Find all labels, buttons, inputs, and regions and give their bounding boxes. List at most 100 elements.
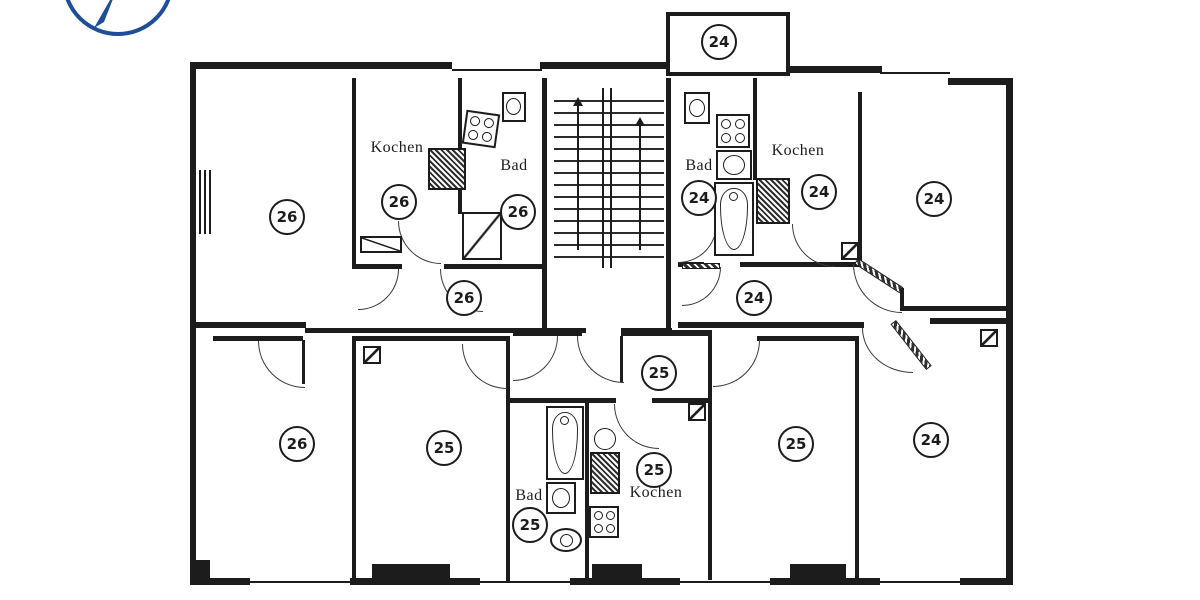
wall [352, 336, 510, 341]
wall [506, 336, 510, 582]
wall [790, 564, 846, 580]
wall [1006, 78, 1013, 585]
wall [753, 78, 757, 180]
room-number-badge-room-bottom-left: 26 [279, 426, 315, 462]
room-number-badge-room-bottom-right-2: 25 [778, 426, 814, 462]
wall [588, 398, 616, 403]
room-number-badge-hall-bottom-center: 25 [641, 355, 677, 391]
arrow-up-icon [573, 97, 583, 106]
door-leaf [620, 336, 623, 382]
wall [458, 78, 462, 214]
window [480, 581, 570, 583]
room-number-badge-room-top-right: 24 [916, 181, 952, 217]
star-compass-logo-icon [65, 0, 171, 36]
room-number-badge-corridor-left: 26 [446, 280, 482, 316]
staircase [554, 90, 664, 266]
window [199, 170, 201, 234]
room-label-bath-bottom-center: Bad [515, 487, 543, 504]
room-number-badge-corridor-right: 24 [736, 280, 772, 316]
shelf-icon [360, 236, 402, 253]
wall [510, 398, 590, 403]
wall [513, 330, 582, 336]
door-leaf [302, 340, 305, 384]
bathtub-icon [714, 182, 754, 256]
stair-stringer [610, 88, 612, 268]
wall [666, 78, 671, 328]
room-label-kitchen-top-left: Kochen [370, 139, 424, 156]
shaft-symbol-icon [688, 403, 706, 421]
stove-icon [716, 114, 750, 148]
wall [585, 402, 589, 580]
wall [678, 322, 864, 328]
wall [190, 578, 1013, 585]
window [250, 581, 350, 583]
bathtub-icon [546, 406, 584, 480]
door-leaf [682, 263, 720, 269]
wall [740, 262, 862, 267]
stair-direction-arrow [577, 106, 579, 250]
room-label-kitchen-top-right: Kochen [771, 142, 825, 159]
room-number-badge-bath-bottom: 25 [512, 507, 548, 543]
wall [540, 62, 668, 69]
room-number-badge-bath-left: 26 [500, 194, 536, 230]
window [452, 69, 542, 71]
wall [213, 336, 303, 341]
wall [352, 336, 356, 582]
wall [542, 78, 547, 328]
wall [372, 564, 450, 580]
wall [190, 62, 452, 69]
kitchen-sink-icon [428, 148, 466, 190]
stair-direction-arrow [639, 126, 641, 250]
shaft-symbol-icon [980, 329, 998, 347]
balcony-outline [666, 12, 790, 76]
wall [708, 330, 712, 580]
stair-stringer [602, 88, 604, 268]
window [880, 72, 950, 74]
window [680, 581, 770, 583]
kitchen-basin-icon [594, 428, 616, 450]
shaft-symbol-icon [363, 346, 381, 364]
wall [900, 306, 1006, 311]
wall [352, 78, 356, 268]
stove-icon [589, 506, 619, 538]
wall [652, 398, 710, 403]
wall [786, 66, 882, 73]
toilet-bowl [689, 99, 705, 117]
shaft-symbol-icon [841, 242, 859, 260]
room-number-badge-kitchen-bottom: 25 [636, 452, 672, 488]
window [204, 170, 206, 234]
room-label-kitchen-bottom-center: Kochen [629, 484, 683, 501]
wall [621, 330, 710, 336]
kitchen-sink-icon [756, 178, 790, 224]
toilet-icon [550, 528, 582, 552]
room-number-badge-kitchen-left: 26 [381, 184, 417, 220]
wall [592, 564, 642, 580]
room-label-bath-top-left: Bad [500, 157, 528, 174]
wall [352, 264, 402, 269]
room-number-badge-room-top-left: 26 [269, 199, 305, 235]
wall [930, 318, 1008, 324]
window [209, 170, 211, 234]
hand-basin-icon [716, 150, 752, 180]
room-number-badge-kitchen-right: 24 [801, 174, 837, 210]
room-number-badge-bath-right: 24 [681, 180, 717, 216]
wall [855, 336, 859, 582]
wall [858, 92, 862, 264]
toilet-bowl [506, 98, 521, 115]
kitchen-sink-icon [590, 452, 620, 494]
room-number-badge-room-bottom-right: 24 [913, 422, 949, 458]
wall [196, 322, 306, 328]
wall [757, 336, 857, 341]
wall [190, 560, 210, 580]
room-number-badge-balcony: 24 [701, 24, 737, 60]
wall [305, 328, 586, 333]
wall [190, 62, 196, 585]
hand-basin-icon [546, 482, 576, 514]
window [880, 581, 960, 583]
shower-icon [462, 212, 502, 260]
wall [900, 288, 904, 310]
room-number-badge-room-bottom-left-2: 25 [426, 430, 462, 466]
wall [444, 264, 544, 269]
